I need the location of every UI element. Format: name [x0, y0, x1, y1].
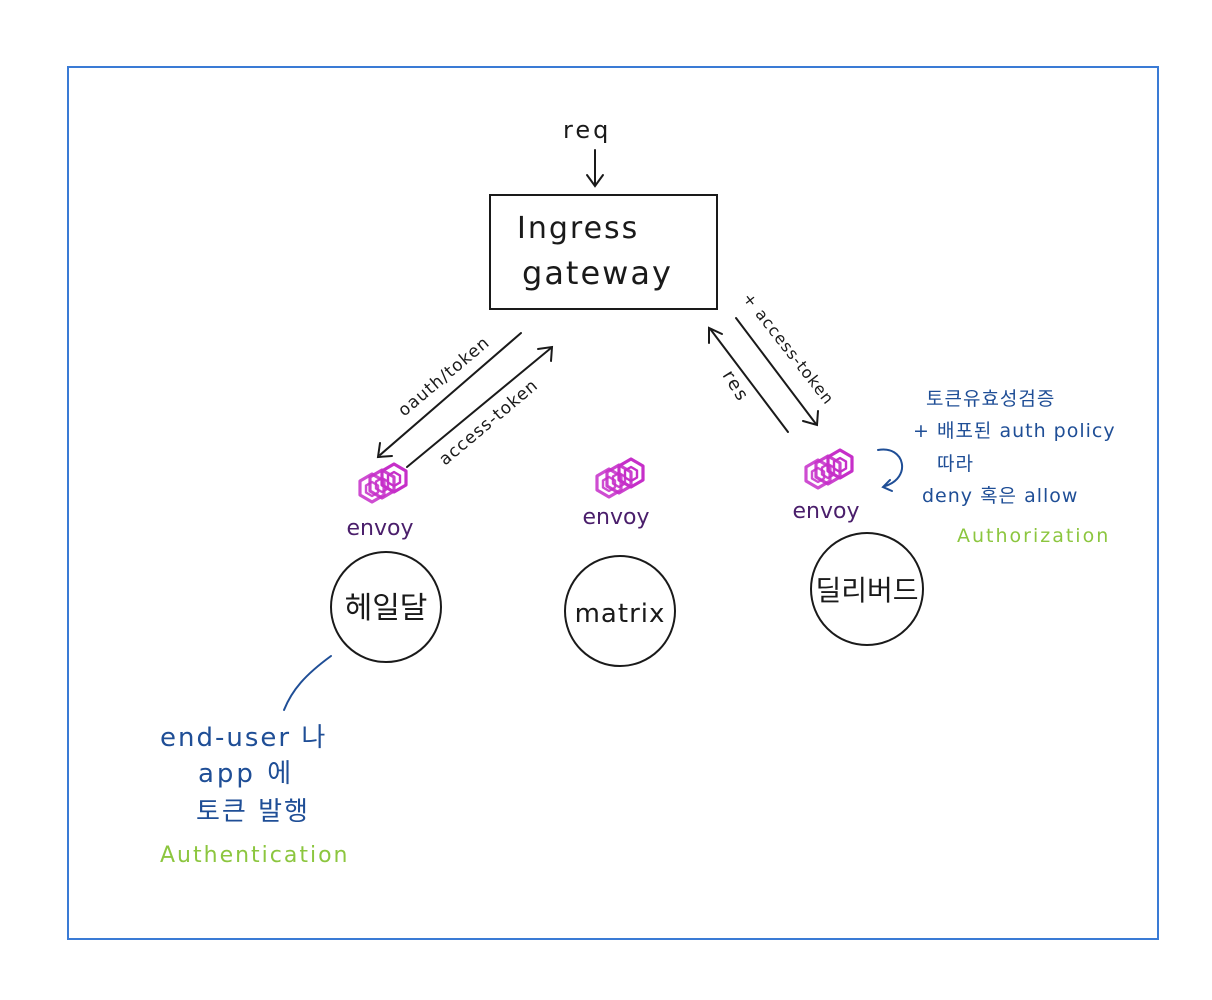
gateway-line1: Ingress [517, 211, 639, 246]
note-left: end-user 나 app 에 토큰 발행 Authentication [160, 723, 350, 868]
note-right: 토큰유효성검증 + 배포된 auth policy 따라 deny 혹은 all… [913, 388, 1116, 547]
note-right-line3: 따라 [937, 453, 974, 475]
note-right-line1: 토큰유효성검증 [926, 388, 1055, 410]
envoy-icon [360, 464, 406, 502]
service-delibird: 딜리버드 [810, 532, 924, 646]
service-matrix: matrix [564, 555, 676, 667]
note-connector-left [283, 655, 332, 711]
frame-border [67, 66, 1159, 940]
edge-access-token-left [406, 345, 554, 468]
note-left-line2: app 에 [198, 759, 294, 789]
envoy-icon [806, 450, 852, 488]
req-label: req [563, 116, 611, 144]
edge-oauth-token [376, 332, 522, 459]
envoy-label-right: envoy [793, 499, 860, 524]
service-label-left: 헤일달 [345, 591, 428, 626]
edge-label-access-token-left: access-token [435, 375, 542, 469]
envoy-logo-right: envoy [793, 450, 860, 524]
service-label-middle: matrix [575, 599, 666, 629]
note-right-line4: deny 혹은 allow [922, 485, 1078, 507]
service-heimdall: 헤일달 [330, 551, 442, 663]
note-left-line3: 토큰 발행 [196, 797, 310, 827]
note-left-line1: end-user 나 [160, 723, 327, 753]
edge-res [708, 326, 789, 433]
edge-plus-access-token [735, 317, 819, 427]
gateway-line2: gateway [522, 254, 673, 292]
service-label-right: 딜리버드 [815, 574, 918, 607]
req-arrow [586, 149, 604, 188]
note-right-category: Authorization [957, 525, 1110, 547]
edge-label-plus-access-token: + access-token [739, 289, 838, 409]
envoy-label-left: envoy [347, 516, 414, 541]
envoy-icon [597, 459, 643, 497]
envoy-logo-middle: envoy [583, 459, 650, 530]
self-loop-arrow [877, 448, 903, 492]
ingress-gateway-box: Ingress gateway [489, 194, 718, 310]
note-left-category: Authentication [160, 843, 350, 868]
envoy-label-middle: envoy [583, 505, 650, 530]
envoy-logo-left: envoy [347, 464, 414, 541]
note-right-line2: + 배포된 auth policy [913, 420, 1116, 442]
edge-label-res: res [718, 367, 754, 407]
